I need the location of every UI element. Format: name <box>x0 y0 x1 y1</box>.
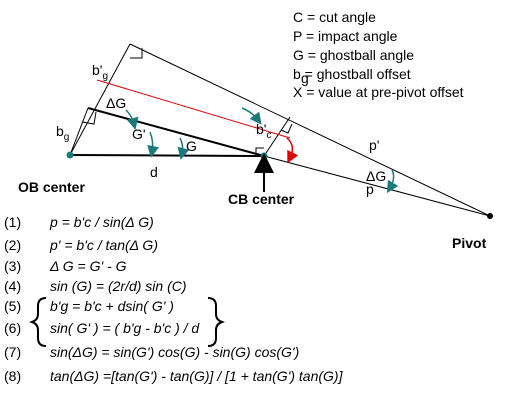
eq-text: p = b'c / sin(Δ G) <box>49 214 154 230</box>
label-delta-g-right: ΔG <box>366 168 386 184</box>
eq-num: (6) <box>4 320 21 336</box>
eq-text: sin (G) = (2r/d) sin (C) <box>50 278 187 294</box>
geometry-lines <box>69 43 491 217</box>
label-p-prime: p' <box>369 137 379 153</box>
eq-num: (4) <box>4 278 21 294</box>
right-angle-cb <box>280 123 293 134</box>
line-ob-to-pivot-top <box>129 43 491 217</box>
legend-item: b = ghostball offset <box>293 66 411 82</box>
legend: C = cut angle P = impact angle G = ghost… <box>293 9 464 100</box>
label-d: d <box>150 164 158 180</box>
brace-right <box>207 297 226 347</box>
line-ob-to-cb <box>69 154 265 157</box>
legend-item: G = ghostball angle <box>293 47 414 63</box>
label-ob-center: OB center <box>18 179 85 195</box>
arc-red-impact <box>286 137 299 164</box>
line-cb-to-pivot <box>263 155 491 217</box>
legend-item: X = value at pre-pivot offset <box>293 84 464 100</box>
brace-left <box>28 297 47 347</box>
eq-text: Δ G = G' - G <box>49 258 127 274</box>
label-p: p <box>366 181 374 197</box>
eq-num: (7) <box>4 344 21 360</box>
label-delta-g-top: ΔG <box>106 95 126 111</box>
red-aim-line <box>96 79 291 139</box>
arc-delta-g-right <box>386 169 399 194</box>
label-cb-center: CB center <box>228 191 295 207</box>
arc-g <box>177 137 190 160</box>
legend-item: C = cut angle <box>293 9 376 25</box>
label-g-prime: G' <box>132 126 146 142</box>
arc-cb-impact <box>241 107 262 125</box>
arc-delta-g-top <box>125 109 139 130</box>
eq-text: tan(ΔG) =[tan(G') - tan(G)] / [1 + tan(G… <box>50 368 344 384</box>
line-cb-perp <box>263 116 291 157</box>
line-ob-offset-vertical <box>69 43 131 156</box>
eq-text: p' = b'c / tan(Δ G) <box>49 237 158 253</box>
eq-num: (3) <box>4 258 21 274</box>
line-ghost-offset <box>69 107 89 156</box>
eq-num: (8) <box>4 368 21 384</box>
right-angle-ghost <box>81 111 97 125</box>
legend-item: P = impact angle <box>293 28 398 44</box>
legend-sub-g: g <box>301 70 309 86</box>
eq-text: sin( G' ) = ( b'g - b'c ) / d <box>50 320 200 336</box>
eq-text: b'g = b'c + dsin( G' ) <box>50 298 174 314</box>
label-pivot: Pivot <box>452 235 487 251</box>
label-bc-prime: b'c <box>256 121 271 141</box>
eq-num: (5) <box>4 298 21 314</box>
label-g: G <box>186 138 197 154</box>
label-bg-prime: b'g <box>92 62 108 82</box>
cb-center-dot <box>260 152 268 160</box>
line-ghost-to-cb <box>87 107 265 157</box>
pivot-dot <box>487 213 493 219</box>
eq-num: (1) <box>4 214 21 230</box>
equations: (1) p = b'c / sin(Δ G) (2) p' = b'c / ta… <box>4 214 344 384</box>
right-angle-top <box>130 48 143 59</box>
ob-center-dot <box>66 151 74 159</box>
eq-num: (2) <box>4 237 21 253</box>
eq-text: sin(ΔG) = sin(G') cos(G) - sin(G) cos(G'… <box>50 344 299 360</box>
arc-g-prime <box>147 131 160 158</box>
angle-arcs <box>125 107 399 194</box>
label-bg: bg <box>56 123 69 143</box>
